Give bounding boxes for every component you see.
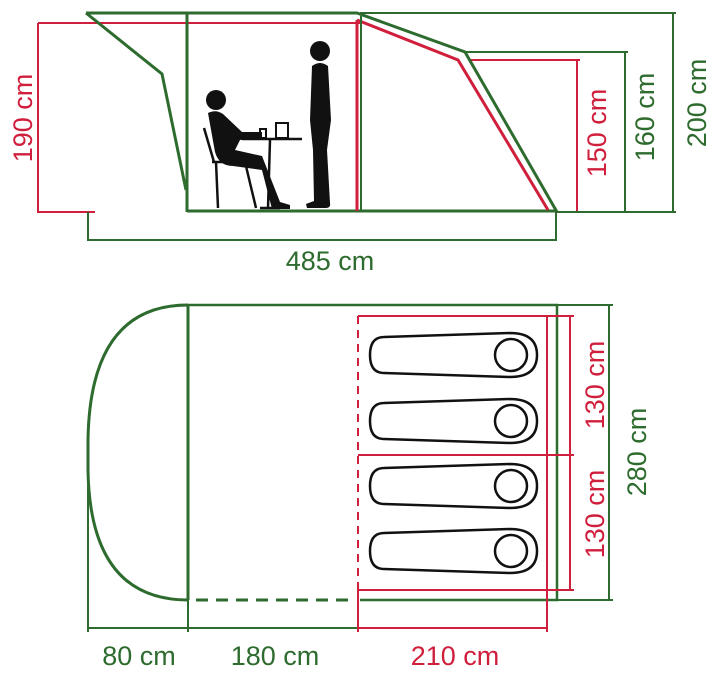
sleeping-bags	[368, 331, 539, 575]
label-150cm: 150 cm	[582, 89, 612, 178]
floor-plan: 130 cm 130 cm 280 cm 80 cm 180 cm 210 cm	[86, 303, 652, 671]
label-190cm: 190 cm	[8, 74, 38, 163]
label-200cm: 200 cm	[682, 59, 712, 148]
label-130cm-lower: 130 cm	[580, 470, 610, 559]
dim-line-485	[87, 212, 557, 241]
chair-icon	[202, 127, 258, 209]
awning-curve	[86, 303, 189, 602]
tent-body	[188, 303, 559, 602]
bedroom-outline	[358, 315, 548, 591]
cup-icon	[259, 128, 267, 139]
label-280cm: 280 cm	[622, 408, 652, 497]
label-160cm: 160 cm	[630, 73, 660, 162]
sleeping-bag-icon	[368, 397, 539, 445]
standing-person-icon	[306, 41, 331, 208]
floor-plan-outline	[86, 303, 559, 602]
label-485cm: 485 cm	[286, 246, 375, 276]
awning-front-edge	[85, 11, 188, 191]
table-icon	[242, 137, 302, 210]
sleeping-bag-icon	[368, 331, 539, 379]
side-view: 190 cm 150 cm 160 cm 200 cm 485 cm	[8, 11, 712, 276]
label-180cm: 180 cm	[231, 641, 320, 671]
label-210cm: 210 cm	[411, 641, 500, 671]
side-dimension-lines	[37, 12, 676, 241]
seated-person-icon	[206, 90, 290, 209]
inner-roof	[356, 18, 550, 211]
label-130cm-upper: 130 cm	[580, 341, 610, 430]
label-80cm: 80 cm	[102, 641, 176, 671]
sleeping-bag-icon	[368, 462, 539, 510]
dim-line-190	[37, 23, 95, 213]
people-illustration	[202, 41, 331, 210]
plan-dimension-lines	[87, 304, 613, 632]
side-tent-outline	[85, 11, 559, 213]
bottle-icon	[275, 122, 289, 139]
sleeping-bag-icon	[368, 527, 539, 575]
awning-roof	[86, 11, 559, 213]
